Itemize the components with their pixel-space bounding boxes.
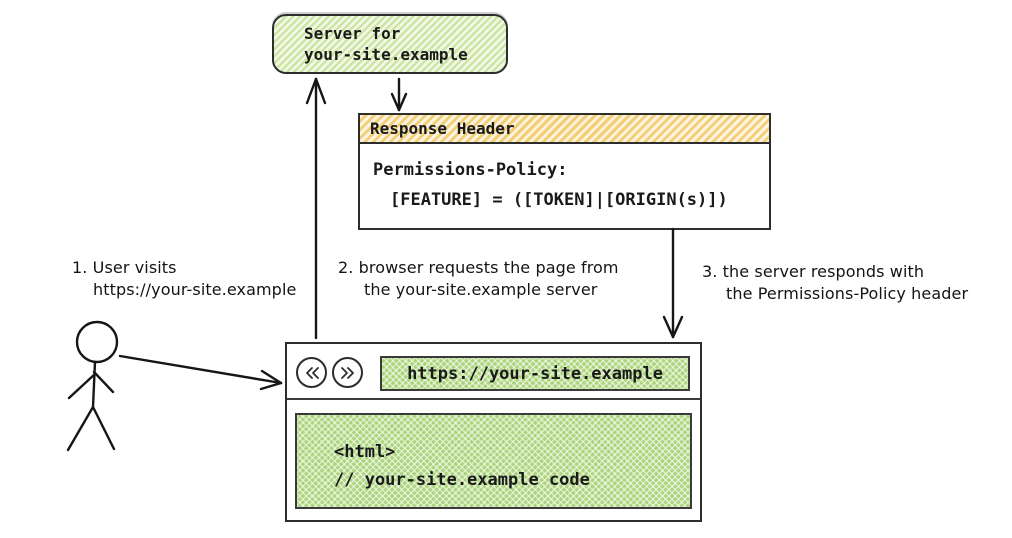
policy-line2: [FEATURE] = ([TOKEN]|[ORIGIN(s)]) xyxy=(390,190,728,210)
policy-line1: Permissions-Policy: xyxy=(373,160,568,180)
response-header-box: Response Header Permissions-Policy: [FEA… xyxy=(358,113,771,230)
step2-line2: the your-site.example server xyxy=(364,280,598,299)
back-button xyxy=(296,357,327,388)
response-header-title: Response Header xyxy=(360,115,769,144)
step-label-3: 3. the server responds with the Permissi… xyxy=(702,261,968,305)
server-box-label-line2: your-site.example xyxy=(304,45,468,64)
step3-line1: 3. the server responds with xyxy=(702,262,925,281)
step1-line1: 1. User visits xyxy=(72,258,177,277)
browser-topbar: https://your-site.example xyxy=(287,344,700,400)
step2-line1: 2. browser requests the page from xyxy=(338,258,619,277)
stick-figure-user-icon xyxy=(66,320,119,452)
step3-line2: the Permissions-Policy header xyxy=(726,284,969,303)
url-bar: https://your-site.example xyxy=(380,356,690,391)
step1-line2: https://your-site.example xyxy=(93,280,297,299)
page-code-line2: // your-site.example code xyxy=(334,470,590,490)
arrow-browser-to-server xyxy=(305,77,327,340)
double-chevron-right-icon xyxy=(340,366,354,379)
double-chevron-left-icon xyxy=(305,366,319,379)
arrow-response-header-to-browser xyxy=(662,227,684,339)
server-box-label-line1: Server for xyxy=(304,24,401,43)
step-label-2: 2. browser requests the page from the yo… xyxy=(338,257,619,301)
page-code-line1: <html> xyxy=(334,442,396,462)
browser-page-content: <html> // your-site.example code xyxy=(295,413,692,509)
arrow-user-to-browser xyxy=(118,354,283,391)
response-header-body: Permissions-Policy: [FEATURE] = ([TOKEN]… xyxy=(360,144,769,228)
step-label-1: 1. User visits https://your-site.example xyxy=(72,257,296,301)
server-box: Server for your-site.example xyxy=(272,14,508,74)
forward-button xyxy=(332,357,363,388)
browser-window: https://your-site.example <html> // your… xyxy=(285,342,702,522)
arrow-server-to-response-header xyxy=(390,77,408,112)
